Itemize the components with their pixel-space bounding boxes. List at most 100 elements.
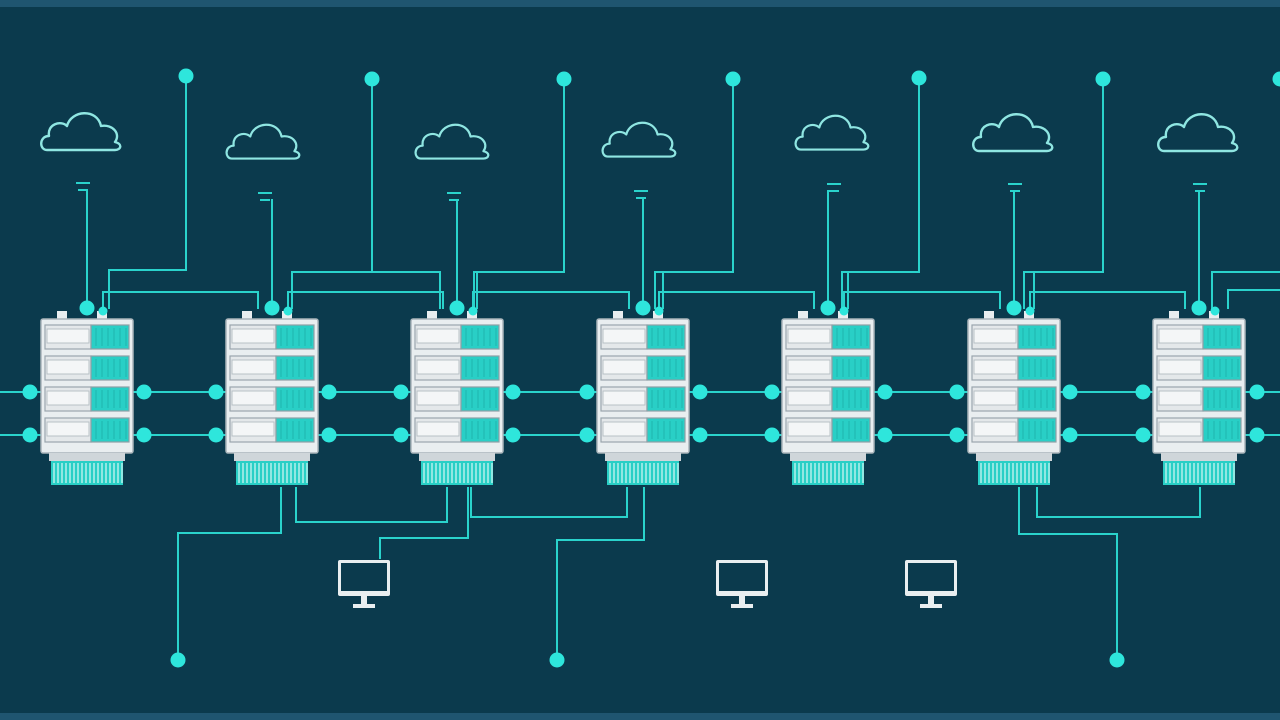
server-base (605, 453, 681, 461)
server-top-tab (613, 311, 623, 319)
drive-bay-panel (275, 417, 315, 443)
drive-bay-slot (787, 328, 831, 344)
endpoint-node (556, 71, 572, 87)
drive-bay-slot (1158, 328, 1202, 344)
server-top-node (1006, 300, 1022, 316)
drive-bay-slot (973, 328, 1017, 344)
monitor-icons (338, 560, 957, 608)
drive-bay-panel (1202, 355, 1242, 381)
server-top-tab (427, 311, 437, 319)
server-heatsink (607, 461, 679, 485)
feeder-line (108, 75, 187, 309)
cloud-outline (225, 123, 301, 160)
bus-node (1135, 427, 1151, 443)
drive-bay-slot (46, 359, 90, 375)
bus-node (692, 427, 708, 443)
bus-node (949, 427, 965, 443)
drive-bay-slot (602, 328, 646, 344)
server-2 (225, 311, 319, 485)
server-top-node (79, 300, 95, 316)
server-6 (967, 311, 1061, 485)
endpoint-node (364, 71, 380, 87)
bus-node (321, 384, 337, 400)
inter-server-link (472, 291, 630, 309)
server-heatsink (1163, 461, 1235, 485)
server-top-node-small (654, 306, 664, 316)
server-7 (1152, 311, 1246, 485)
cloud-3-icon (414, 123, 490, 160)
drive-bay-panel (646, 355, 686, 381)
server-top-node (820, 300, 836, 316)
drive-bay-panel (275, 355, 315, 381)
bus-node (692, 384, 708, 400)
bottom-connector (470, 487, 628, 518)
drive-bay-panel (90, 355, 130, 381)
bus-node (1062, 427, 1078, 443)
bus-node (1249, 427, 1265, 443)
monitor-1-icon (338, 560, 390, 608)
inter-server-link (1029, 291, 1186, 309)
bus-node (877, 427, 893, 443)
bus-node (393, 427, 409, 443)
feeder-line (654, 78, 734, 309)
endpoint-node (911, 70, 927, 86)
bus-node (505, 427, 521, 443)
cloud-4-icon (601, 121, 677, 158)
drive-bay-slot (1158, 390, 1202, 406)
cloud-1-icon (40, 112, 122, 152)
bus-node (877, 384, 893, 400)
feeder-line (291, 78, 373, 309)
monitor-2-icon (716, 560, 768, 608)
bus-node (579, 427, 595, 443)
server-base (976, 453, 1052, 461)
endpoint-node (178, 68, 194, 84)
bus-node (1249, 384, 1265, 400)
endpoint-node (1095, 71, 1111, 87)
feeder-line (847, 77, 920, 309)
server-top-node-small (1025, 306, 1035, 316)
bottom-connector (379, 487, 469, 559)
drive-bay-panel (831, 386, 871, 412)
server-top-node-small (839, 306, 849, 316)
server-base (49, 453, 125, 461)
server-heatsink (421, 461, 493, 485)
cloud-6-icon (972, 113, 1054, 153)
monitor-neck (361, 596, 367, 604)
monitor-stand (731, 604, 753, 608)
bus-node (393, 384, 409, 400)
bottom-connector (556, 487, 645, 661)
endpoint-node (1109, 652, 1125, 668)
drive-bay-slot (602, 421, 646, 437)
drive-bay-panel (460, 417, 500, 443)
server-top-node (635, 300, 651, 316)
bus-node (208, 427, 224, 443)
drive-bay-slot (602, 390, 646, 406)
drive-bay-panel (90, 386, 130, 412)
endpoint-node (725, 71, 741, 87)
cloud-outline (40, 112, 122, 152)
drive-bay-panel (646, 386, 686, 412)
endpoint-node (549, 652, 565, 668)
monitor-stand (920, 604, 942, 608)
server-racks (40, 311, 1246, 485)
drive-bay-slot (973, 390, 1017, 406)
drive-bay-panel (1202, 417, 1242, 443)
cloud-7-icon (1157, 113, 1239, 153)
server-4 (596, 311, 690, 485)
endpoint-node (170, 652, 186, 668)
server-1 (40, 311, 134, 485)
drive-bay-panel (460, 386, 500, 412)
server-top-node-small (468, 306, 478, 316)
inter-server-link (102, 291, 259, 309)
drive-bay-slot (416, 390, 460, 406)
cloud-outline (414, 123, 490, 160)
drive-bay-slot (787, 359, 831, 375)
drive-bay-panel (1202, 324, 1242, 350)
server-3 (410, 311, 504, 485)
cloud-icons (40, 112, 1239, 160)
bus-node (136, 427, 152, 443)
server-top-node-small (98, 306, 108, 316)
server-top-tab (57, 311, 67, 319)
drive-bay-slot (416, 421, 460, 437)
